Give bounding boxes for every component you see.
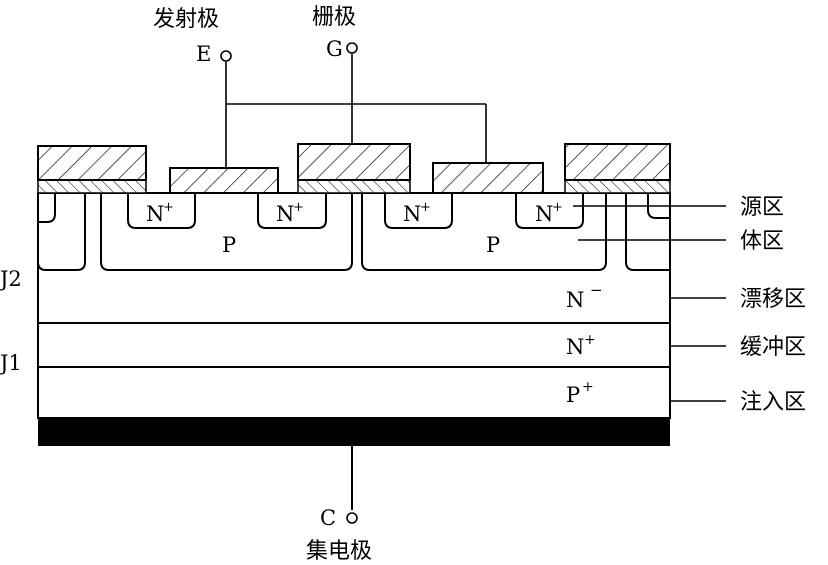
emitter-terminal (220, 50, 232, 62)
emitter-contact-left (169, 167, 279, 194)
oxide-layer-center (297, 179, 411, 194)
n-source-label-1: N + (146, 200, 174, 226)
p-edge-right (625, 193, 670, 271)
svg-text:N: N (276, 202, 294, 226)
oxide-layer-right (564, 179, 671, 194)
emitter-contact-right (432, 162, 544, 194)
p-edge-left (37, 193, 86, 271)
svg-text:N: N (535, 202, 553, 226)
drift-callout-label: 漂移区 (740, 287, 806, 312)
gate-terminal (346, 42, 358, 54)
n-source-well-1 (127, 193, 196, 229)
p-body-left (100, 193, 353, 271)
svg-text:+: + (293, 200, 304, 215)
n-edge-left (38, 193, 56, 223)
n-source-well-4 (515, 193, 584, 229)
gate-electrode-right (564, 143, 671, 181)
collector-name-label: 集电极 (306, 539, 372, 564)
buffer-region-label: N + (566, 332, 596, 359)
svg-text:N: N (566, 335, 584, 359)
n-edge-right (647, 193, 670, 219)
svg-text:N: N (403, 202, 421, 226)
source-callout-label: 源区 (740, 195, 784, 220)
collector-metal (38, 418, 670, 446)
drift-region-label: N − (566, 281, 603, 312)
gate-electrode-center (297, 143, 411, 181)
svg-text:+: + (584, 332, 596, 348)
junction-j2-label: J2 (0, 267, 22, 291)
svg-text:+: + (420, 200, 431, 215)
injection-region-label: P + (566, 379, 594, 407)
injection-callout-label: 注入区 (740, 390, 806, 415)
emitter-name-label: 发射极 (153, 7, 219, 32)
oxide-layer-left (37, 179, 147, 194)
n-source-label-2: N + (276, 200, 304, 226)
p-body-right (361, 193, 607, 271)
junction-j1-label: J1 (0, 351, 22, 375)
collector-symbol-label: C (320, 506, 336, 530)
collector-terminal (346, 512, 358, 524)
gate-electrode-left (37, 145, 147, 181)
body-callout-label: 体区 (740, 229, 784, 254)
device-body (37, 192, 671, 419)
svg-text:P: P (566, 383, 580, 407)
svg-text:N: N (146, 202, 164, 226)
p-body-label-left: P (222, 233, 236, 257)
n-source-label-3: N + (403, 200, 431, 226)
svg-text:+: + (552, 200, 563, 215)
n-source-well-2 (257, 193, 327, 229)
n-source-label-4: N + (535, 200, 563, 226)
svg-text:N: N (566, 288, 584, 312)
gate-symbol-label: G (326, 37, 343, 61)
svg-text:+: + (163, 200, 174, 215)
svg-text:−: − (590, 281, 603, 299)
n-source-well-3 (384, 193, 453, 229)
p-body-label-right: P (486, 233, 500, 257)
emitter-symbol-label: E (196, 42, 211, 66)
gate-name-label: 栅极 (312, 5, 356, 30)
svg-text:+: + (582, 379, 594, 395)
buffer-callout-label: 缓冲区 (740, 335, 806, 360)
